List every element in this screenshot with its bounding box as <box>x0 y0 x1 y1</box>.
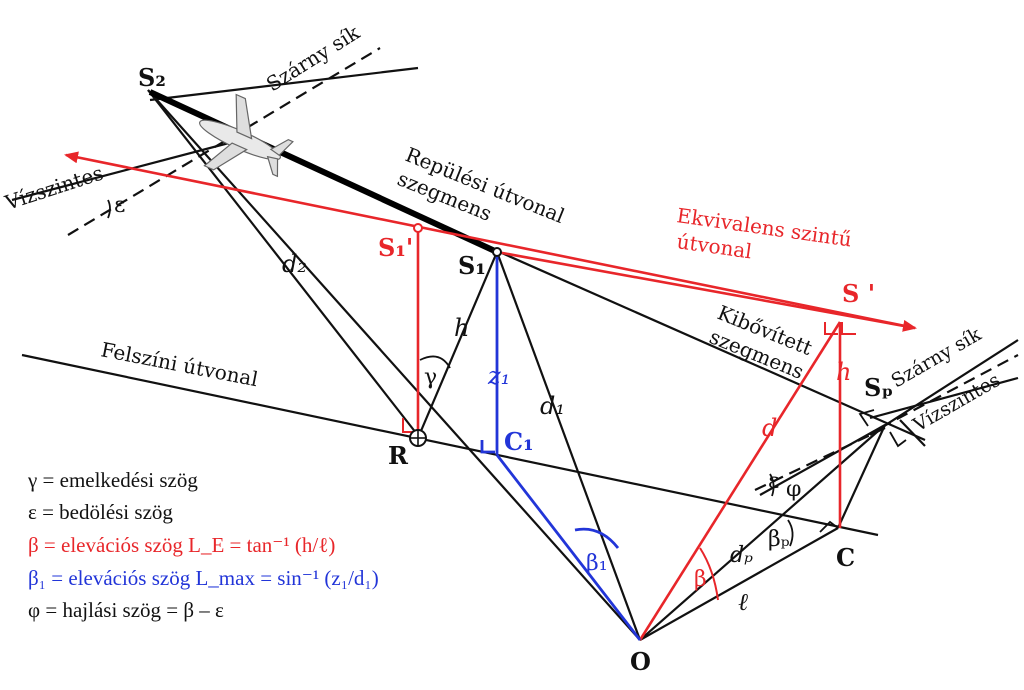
epsilon-arc-right <box>769 473 775 497</box>
label-phi: φ <box>786 477 801 502</box>
label-s-prime: S ' <box>842 279 875 308</box>
s-right-angle-2 <box>841 322 856 335</box>
blue-ground-line <box>495 454 642 641</box>
label-c: C <box>836 543 855 572</box>
label-felszini: Felszíni útvonal <box>99 337 260 391</box>
line-s2-to-o <box>147 89 641 641</box>
airplane-icon <box>199 93 294 178</box>
beta-arc <box>699 547 719 601</box>
label-s2: S₂ <box>138 63 166 92</box>
label-d1: d₁ <box>540 392 565 420</box>
label-d2: d₂ <box>282 250 307 278</box>
label-r: R <box>388 441 409 470</box>
label-s1-prime: S₁' <box>378 233 413 262</box>
equivalent-level-path-right-arrow <box>496 250 917 332</box>
horizontal-line-right <box>869 376 1019 420</box>
line-sp-to-o <box>639 424 886 641</box>
equivalent-level-path <box>64 151 916 330</box>
epsilon-arc-left <box>107 199 111 219</box>
h-slant-line <box>416 251 499 439</box>
label-dp: dₚ <box>730 543 753 568</box>
s1-point-marker <box>492 247 502 257</box>
label-szarny-sik-top: Szárny sík <box>262 20 365 96</box>
wing-plane-line-left <box>149 66 419 102</box>
line-sp-to-left <box>759 424 886 496</box>
label-epsilon-left: ε <box>114 193 125 218</box>
label-beta1: β₁ <box>586 551 608 576</box>
label-c1: C₁ <box>504 427 534 456</box>
surface-track-line <box>21 353 879 537</box>
d-red-line <box>638 321 842 641</box>
line-sp-lower <box>899 419 926 447</box>
wing-dashed-right <box>879 354 1019 429</box>
label-h-left: h <box>454 314 469 342</box>
s-right-angle <box>824 322 838 335</box>
label-s1: S₁ <box>458 251 486 280</box>
legend-line-phi: φ = hajlási szög = β – ε <box>28 598 224 622</box>
s1-prime-point-marker <box>413 223 423 233</box>
label-vizszintes-left: Vízszintes <box>1 161 106 216</box>
horizontal-dashed-right <box>754 427 886 491</box>
label-ell: ℓ <box>738 588 748 616</box>
extended-segment-line <box>494 248 926 442</box>
flight-segment-thick <box>148 89 499 255</box>
label-sp: Sₚ <box>864 373 893 402</box>
sp-right-angle-2 <box>889 431 907 448</box>
gamma-arc <box>419 355 451 369</box>
beta1-arc <box>574 527 620 549</box>
line-s2-to-ground <box>147 89 421 439</box>
label-gamma: γ <box>424 365 437 390</box>
label-z1: z₁ <box>487 362 510 390</box>
label-d-red: d <box>762 414 777 442</box>
d1-line <box>495 251 642 641</box>
legend-line-gamma: γ = emelkedési szög <box>27 468 198 492</box>
beta-p-arc <box>787 519 794 547</box>
label-h-right: h <box>836 358 851 386</box>
sp-right-angle <box>858 409 875 427</box>
legend-line-beta1: β₁ = elevációs szög L_max = sin⁻¹ (z₁/d₁… <box>28 566 379 590</box>
label-beta: β <box>694 567 707 592</box>
legend-line-epsilon: ε = bedölési szög <box>28 500 173 524</box>
c1-right-angle <box>480 440 495 454</box>
legend: γ = emelkedési szög ε = bedölési szög β … <box>27 468 379 622</box>
label-beta-p: βₚ <box>768 527 790 552</box>
ell-line <box>639 527 839 641</box>
c-right-angle <box>819 520 839 533</box>
legend-line-beta: β = elevációs szög L_E = tan⁻¹ (h/ℓ) <box>28 533 335 557</box>
line-sp-to-c <box>836 424 887 529</box>
label-o: O <box>630 647 651 676</box>
label-epsilon-right: ε <box>768 469 779 494</box>
wing-plane-line-right <box>869 339 1019 436</box>
